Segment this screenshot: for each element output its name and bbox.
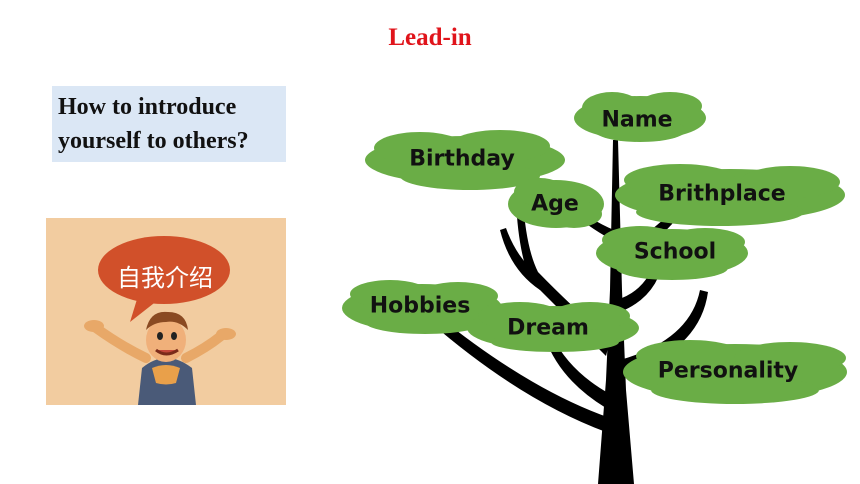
cloud-personality	[623, 340, 847, 404]
cloud-dream	[467, 302, 639, 352]
tree-label-name: Name	[601, 107, 673, 133]
cloud-birthday	[365, 130, 565, 190]
tree-label-birthday: Birthday	[409, 146, 515, 172]
cloud-name	[574, 92, 706, 142]
tree-label-school: School	[633, 239, 717, 265]
tree-label-age: Age	[531, 191, 579, 217]
question-box: How to introduce yourself to others?	[52, 86, 286, 162]
tree-label-dream: Dream	[507, 315, 589, 341]
cloud-school	[596, 226, 748, 280]
tree-label-birthplace: Brithplace	[658, 181, 786, 207]
slide-title: Lead-in	[388, 24, 472, 51]
question-line-2: yourself to others?	[58, 128, 249, 154]
cloud-shapes	[342, 92, 847, 404]
speech-bubble-text: 自我介绍	[117, 264, 213, 292]
cloud-birthplace	[615, 164, 845, 226]
cartoon-character-icon	[84, 236, 236, 405]
tree-label-hobbies: Hobbies	[369, 293, 471, 319]
question-line-1: How to introduce	[58, 94, 237, 120]
cloud-hobbies	[342, 280, 502, 334]
self-introduction-illustration: 自我介绍	[46, 218, 286, 405]
cloud-age	[508, 178, 604, 228]
tree-label-personality: Personality	[657, 358, 799, 384]
